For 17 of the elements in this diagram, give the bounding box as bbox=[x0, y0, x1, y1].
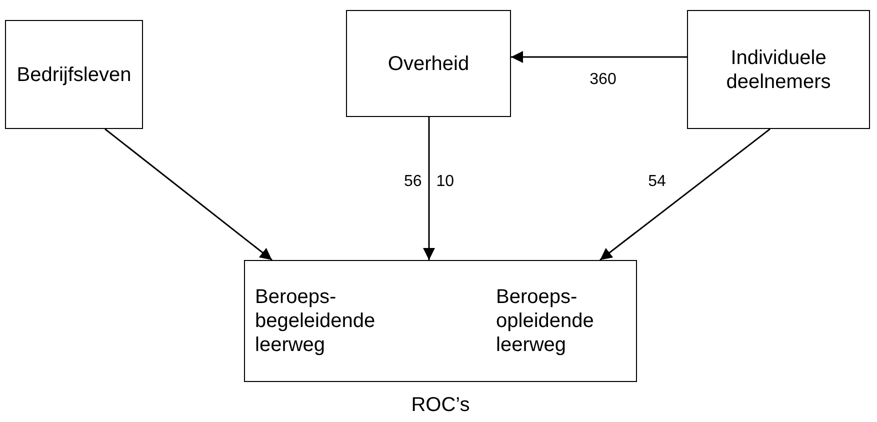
box-label: Individuele deelnemers bbox=[725, 46, 832, 94]
box bbox=[687, 10, 870, 129]
arrow bbox=[104, 128, 272, 261]
arrow bbox=[423, 117, 435, 260]
edge-label: 360 bbox=[590, 71, 616, 89]
box-label: Overheid bbox=[388, 52, 470, 76]
edge-label: 54 bbox=[648, 173, 666, 191]
box-label: Bedrijfsleven bbox=[16, 62, 132, 86]
box bbox=[244, 260, 637, 382]
box bbox=[346, 10, 511, 117]
arrow bbox=[600, 128, 770, 261]
arrow bbox=[511, 51, 687, 63]
box-caption: ROC’s bbox=[411, 394, 470, 417]
box bbox=[5, 20, 143, 129]
edge-label: 56 10 bbox=[404, 173, 454, 191]
box-label: Beroeps- opleidende leerweg bbox=[496, 285, 595, 357]
box-label: Beroeps- begeleidende leerweg bbox=[255, 285, 376, 357]
